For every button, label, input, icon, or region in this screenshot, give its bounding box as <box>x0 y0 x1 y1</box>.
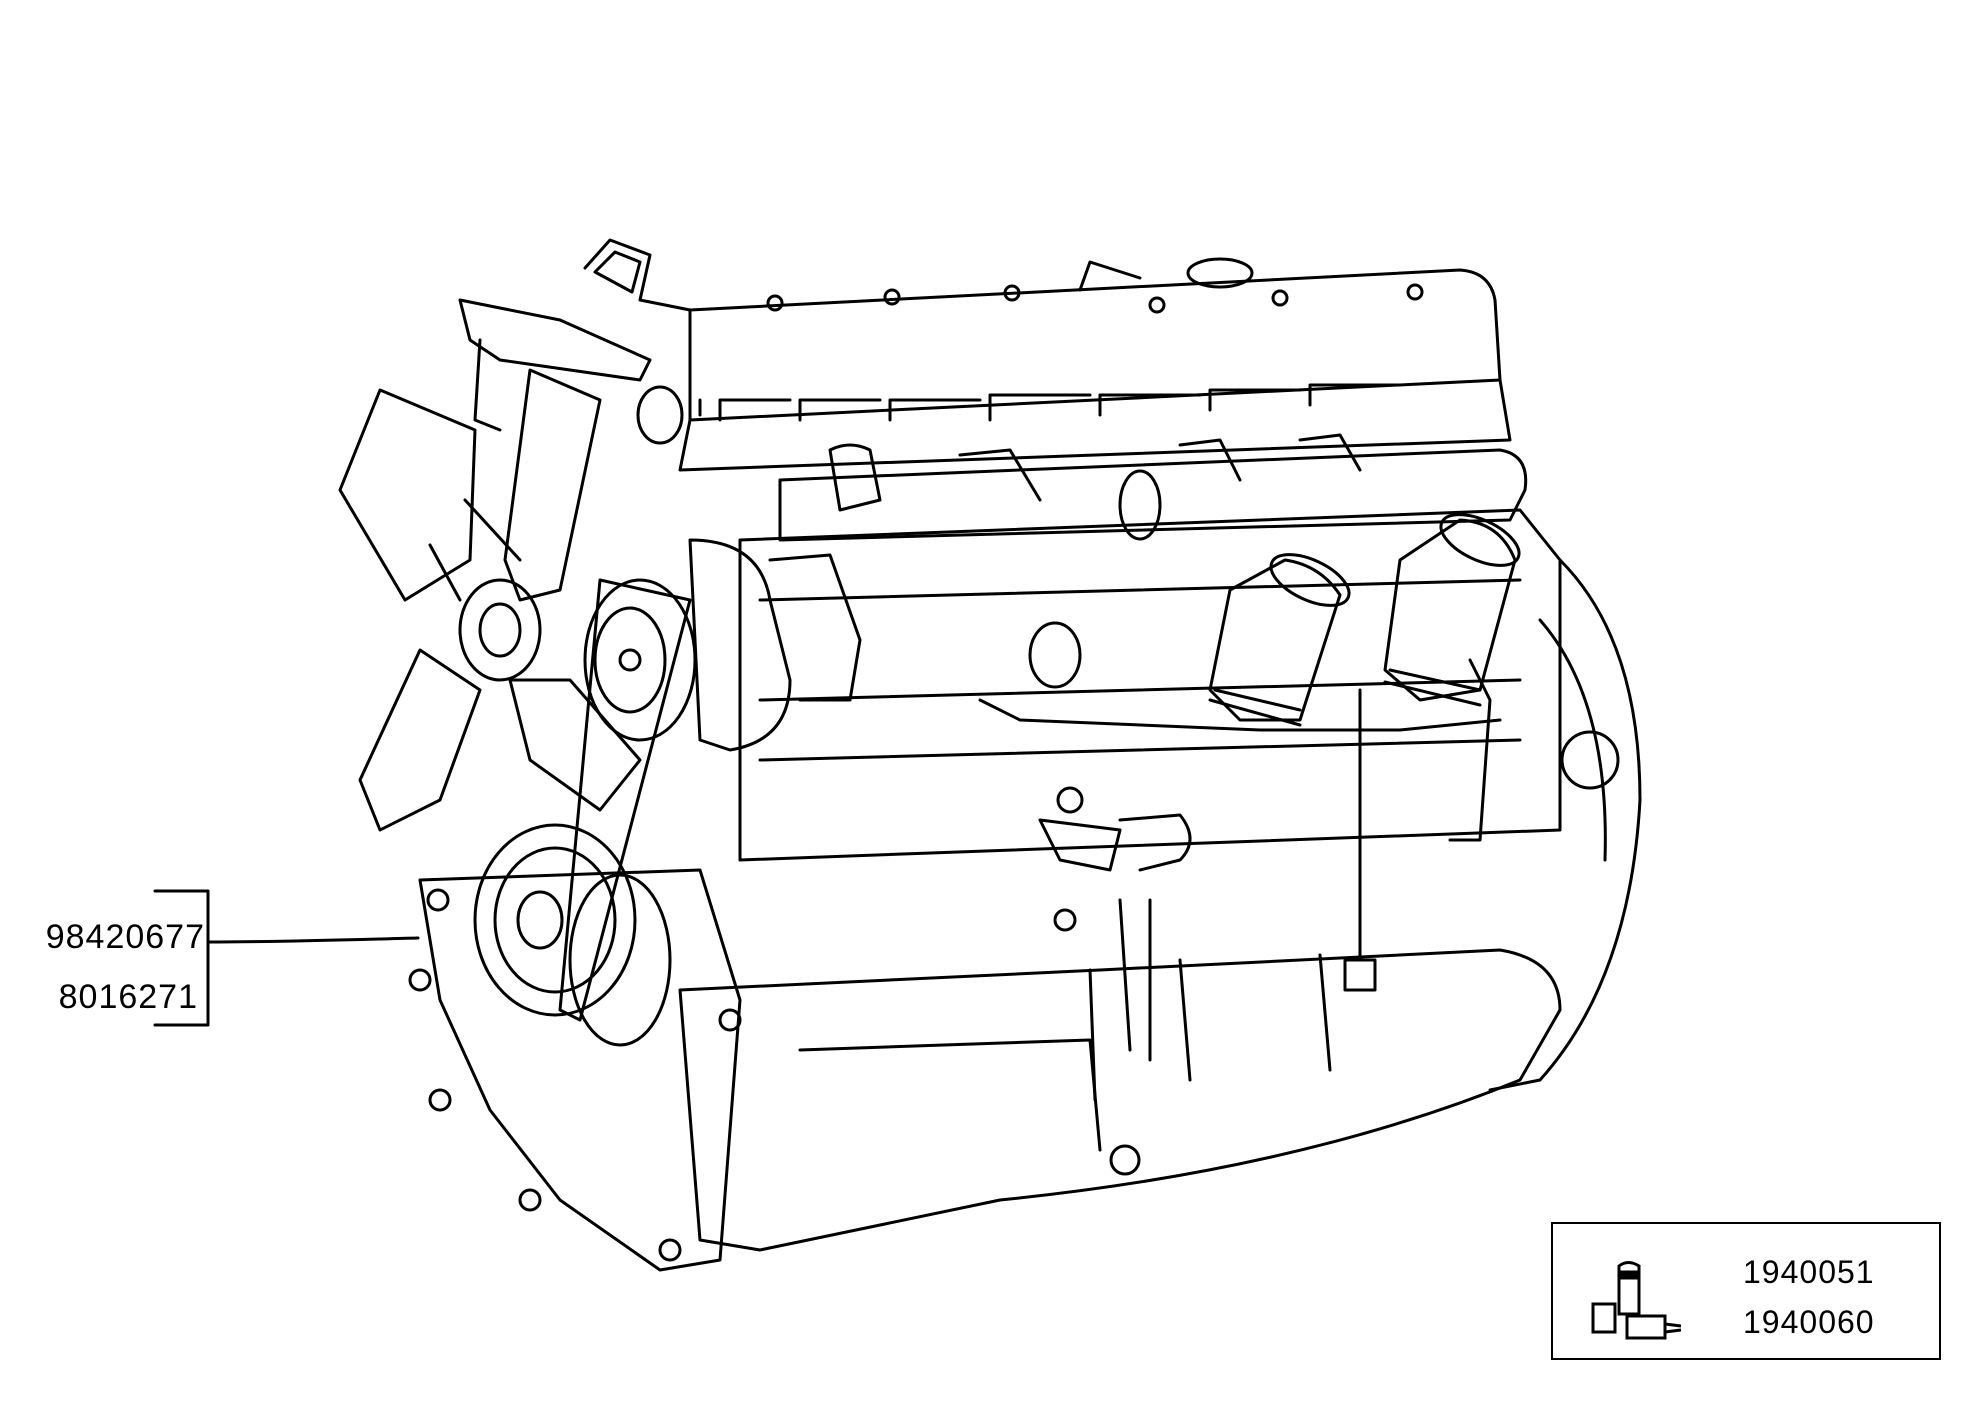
thermostat-housing <box>458 238 692 445</box>
oil-pan <box>678 948 1562 1252</box>
drive-belt <box>558 578 692 1022</box>
kit-part-number: 1940051 <box>1743 1254 1875 1290</box>
callout-bracket <box>153 889 420 1027</box>
crankshaft-pulley <box>473 823 672 1047</box>
fitting-kit-icon <box>1591 1261 1682 1340</box>
oil-filter-1 <box>1208 553 1351 727</box>
engine-block <box>738 508 1562 862</box>
kit-callout-box: 1940051 1940060 <box>1551 1222 1941 1360</box>
rocker-cover <box>678 257 1512 472</box>
cooling-fan <box>338 368 642 832</box>
alternator <box>583 538 862 752</box>
kit-part-number: 1940060 <box>1743 1304 1875 1340</box>
fuel-fittings <box>1038 786 1192 1062</box>
oil-filter-2 <box>1343 513 1521 992</box>
part-number-label: 8016271 <box>58 978 198 1016</box>
flywheel-housing <box>1488 558 1642 1092</box>
part-number-label: 98420677 <box>45 918 205 956</box>
timing-cover <box>408 868 742 1272</box>
